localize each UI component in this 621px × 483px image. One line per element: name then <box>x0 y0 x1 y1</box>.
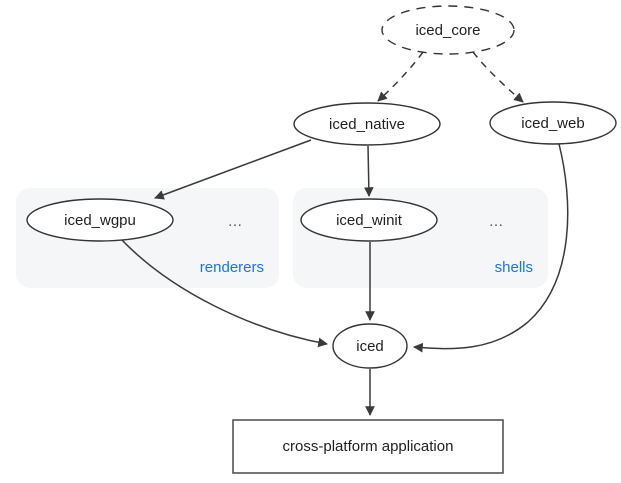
node-application-label: cross-platform application <box>283 438 454 455</box>
cluster-shells-label: shells <box>495 259 533 276</box>
node-iced-winit[interactable]: iced_winit <box>300 198 438 242</box>
renderers-ellipsis-label: … <box>228 213 243 230</box>
node-iced-native-label: iced_native <box>329 116 405 133</box>
node-iced-wgpu-shape[interactable] <box>26 198 174 242</box>
node-iced-web-label: iced_web <box>521 115 584 132</box>
edge-wgpu-to-iced <box>121 239 328 348</box>
node-iced-web-shape[interactable] <box>489 101 617 145</box>
node-iced-core-shape[interactable] <box>381 5 515 55</box>
node-iced-web[interactable]: iced_web <box>489 101 617 145</box>
node-iced-native-shape[interactable] <box>293 102 441 146</box>
node-application[interactable]: cross-platform application <box>232 419 504 474</box>
node-iced[interactable]: iced <box>332 323 408 369</box>
node-iced-core-label: iced_core <box>415 22 480 39</box>
edge-native-to-wgpu <box>154 139 312 200</box>
edge-native-to-winit <box>363 145 374 197</box>
node-iced-winit-label: iced_winit <box>336 212 403 229</box>
node-application-box[interactable] <box>232 419 504 474</box>
cluster-renderers-label: renderers <box>200 259 264 276</box>
edge-core-to-web <box>472 51 524 103</box>
node-iced-core[interactable]: iced_core <box>381 5 515 55</box>
shells-ellipsis-label: … <box>489 213 504 230</box>
node-iced-winit-shape[interactable] <box>300 198 438 242</box>
node-iced-wgpu[interactable]: iced_wgpu <box>26 198 174 242</box>
edge-web-to-iced <box>413 143 569 353</box>
edge-core-to-native <box>377 51 424 102</box>
node-iced-wgpu-label: iced_wgpu <box>64 212 136 229</box>
node-iced-label: iced <box>356 338 384 355</box>
node-iced-native[interactable]: iced_native <box>293 102 441 146</box>
node-iced-shape[interactable] <box>332 323 408 369</box>
